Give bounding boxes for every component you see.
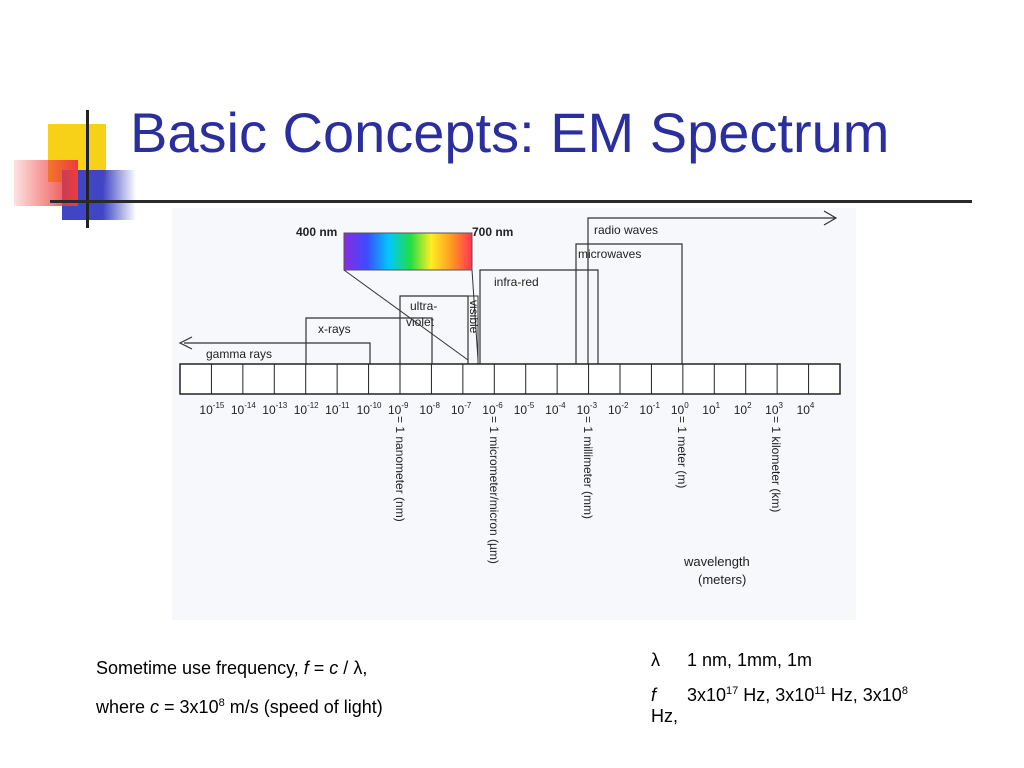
unit-micrometer: = 1 micrometer/micron (µm) [487,416,501,564]
wavelength-tick-label: 10-11 [325,401,350,417]
gamma-rays-arrowhead [178,336,193,350]
microwaves-bracket [575,243,683,366]
wavelength-tick-label: 103 [765,401,783,417]
spectrum-leader-left [343,269,469,361]
label-xrays: x-rays [318,322,351,336]
gamma-rays-bracket [184,342,371,366]
label-visible: visible [467,300,481,334]
label-infrared: infra-red [494,275,539,289]
visible-spectrum-strip [343,232,473,271]
scale-bar-cells [210,364,810,394]
wavelength-scale-bar [179,363,841,395]
label-radio-waves: radio waves [594,223,658,237]
wavelength-tick-labels: 10-15 10-14 10-13 10-12 10-11 10-10 10-9 10-8 10… [199,401,815,417]
title-underline [50,200,972,203]
radio-waves-bracket [587,217,836,366]
unit-millimeter: = 1 millimeter (mm) [581,416,595,519]
label-400nm: 400 nm [296,225,337,239]
wavelength-tick-label: 104 [797,401,815,417]
wavelength-tick-label: 10-5 [514,401,535,417]
wavelength-tick-label: 10-12 [294,401,319,417]
wavelength-tick-label: 10-8 [419,401,440,417]
wavelength-tick-label: 10-15 [199,401,224,417]
wavelength-tick-label: 10-2 [608,401,629,417]
unit-nanometer: = 1 nanometer (nm) [393,416,407,522]
radio-waves-arrowhead [823,210,838,226]
wavelength-tick-label: 10-7 [451,401,472,417]
frequency-formula-line: Sometime use frequency, f = c / λ, [96,658,368,678]
wavelength-tick-label: 10-3 [577,401,598,417]
wavelength-tick-label: 10-4 [545,401,566,417]
notes-left: Sometime use frequency, f = c / λ, where… [96,658,383,718]
f-symbol: f [651,685,657,705]
label-ultraviolet-2: violet [406,315,435,329]
wavelength-tick-label: 10-6 [482,401,503,417]
wavelength-tick-label: 10-13 [262,401,287,417]
unit-meter: = 1 meter (m) [675,416,689,488]
wavelength-tick-label: 10-9 [388,401,409,417]
lambda-symbol: λ [651,650,660,670]
unit-kilometer: = 1 kilometer (km) [769,416,783,512]
label-ultraviolet-1: ultra- [410,299,437,313]
axis-label-wavelength: wavelength [683,554,750,569]
label-microwaves: microwaves [578,247,641,261]
wavelength-tick-label: 10-10 [357,401,382,417]
label-gamma-rays: gamma rays [206,347,272,361]
wavelength-tick-label: 10-14 [231,401,256,417]
axis-label-meters: (meters) [698,572,746,587]
deco-red-square [14,160,78,206]
xrays-bracket [305,317,433,366]
wavelength-tick-label: 100 [671,401,689,417]
infrared-bracket [479,269,599,366]
deco-vertical-line [86,110,89,228]
speed-of-light-line: where c = 3x108 m/s (speed of light) [96,697,383,717]
wavelength-tick-label: 102 [734,401,752,417]
em-spectrum-diagram: 400 nm 700 nm gamma rays x-rays ultra- v… [172,208,856,620]
spectrum-leader-right [471,269,479,361]
wavelength-tick-label: 10-1 [639,401,660,417]
label-700nm: 700 nm [472,225,513,239]
slide-title: Basic Concepts: EM Spectrum [130,101,890,164]
wavelength-tick-label: 101 [702,401,720,417]
